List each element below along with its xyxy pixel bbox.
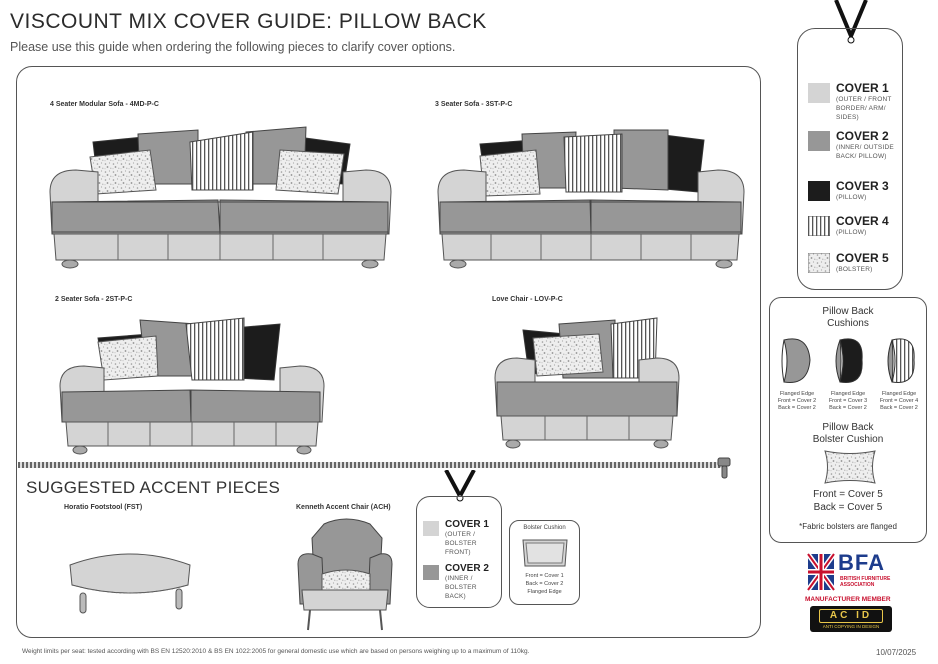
cover-1-title: COVER 1 bbox=[836, 81, 889, 95]
bolster-title-line1: Pillow Back bbox=[822, 422, 874, 433]
accent-cover-2-row: COVER 2 (INNER / BOLSTER BACK) bbox=[423, 563, 489, 601]
bolster-box-line3: Flanged Edge bbox=[527, 589, 562, 595]
cover-key-tag: COVER 1 (OUTER / FRONT BORDER/ ARM/ SIDE… bbox=[797, 28, 903, 290]
zip-pull-icon bbox=[717, 457, 731, 479]
cushion-item-1-line3: Back = Cover 2 bbox=[778, 405, 816, 412]
pillow-back-cushions-panel: Pillow Back Cushions Flanged Edge Front … bbox=[769, 297, 927, 543]
cushion-cover-2-icon bbox=[781, 338, 811, 384]
cushion-item-1-line1: Flanged Edge bbox=[779, 391, 815, 397]
bfa-flag-logo bbox=[806, 552, 836, 592]
cover-5-title: COVER 5 bbox=[836, 251, 889, 265]
bfa-member: MANUFACTURER MEMBER bbox=[805, 596, 891, 603]
cover-5-desc: (BOLSTER) bbox=[836, 266, 873, 273]
bolster-note: *Fabric bolsters are flanged bbox=[799, 522, 897, 531]
tag-string-icon bbox=[834, 0, 868, 44]
bolster-cushion-icon bbox=[522, 539, 568, 567]
footstool-label: Horatio Footstool (FST) bbox=[64, 504, 143, 511]
acid-sub: ANTI COPYING IN DESIGN bbox=[822, 624, 880, 629]
cover-4-desc: (PILLOW) bbox=[836, 229, 867, 236]
bolster-box-line2: Back = Cover 2 bbox=[525, 581, 564, 587]
cover-2-swatch bbox=[423, 565, 439, 580]
cover-3-row: COVER 3 (PILLOW) bbox=[808, 179, 889, 202]
cushion-item-1-text: Flanged Edge Front = Cover 2 Back = Cove… bbox=[772, 391, 822, 412]
cushion-item-2-line3: Back = Cover 2 bbox=[829, 405, 867, 412]
bolster-title-line2: Bolster Cushion bbox=[812, 434, 884, 445]
cushion-item-2-line2: Front = Cover 3 bbox=[828, 398, 868, 405]
sofa-panel bbox=[16, 66, 761, 638]
footer-date: 10/07/2025 bbox=[876, 648, 917, 657]
accent-cover-2-title: COVER 2 bbox=[445, 563, 489, 574]
cover-3-desc: (PILLOW) bbox=[836, 194, 867, 201]
bolster-box-line1: Front = Cover 1 bbox=[525, 573, 564, 579]
cushions-title-line2: Cushions bbox=[827, 318, 869, 329]
bolster-cushion-icon bbox=[824, 450, 876, 484]
cushion-item-2-line1: Flanged Edge bbox=[830, 391, 866, 397]
bolster-front-text: Front = Cover 5 bbox=[813, 489, 883, 500]
cover-1-row: COVER 1 (OUTER / FRONT BORDER/ ARM/ SIDE… bbox=[808, 81, 898, 122]
bolster-box-title: Bolster Cushion bbox=[523, 525, 566, 531]
page-title: VISCOUNT MIX COVER GUIDE: PILLOW BACK bbox=[10, 10, 487, 33]
sofa-4-seater-illustration bbox=[49, 126, 392, 269]
cushion-cover-3-icon bbox=[835, 338, 863, 384]
acid-logo: AC ID bbox=[819, 609, 883, 623]
accent-cover-1-title: COVER 1 bbox=[445, 519, 489, 530]
cover-5-swatch bbox=[808, 253, 830, 273]
cover-5-row: COVER 5 (BOLSTER) bbox=[808, 251, 889, 274]
sofa-3-seater-illustration bbox=[437, 129, 745, 269]
cover-4-row: COVER 4 (PILLOW) bbox=[808, 214, 889, 237]
accent-cover-1-row: COVER 1 (OUTER / BOLSTER FRONT) bbox=[423, 519, 489, 557]
cover-2-row: COVER 2 (INNER/ OUTSIDE BACK/ PILLOW) bbox=[808, 129, 898, 161]
cover-2-desc: (INNER/ OUTSIDE BACK/ PILLOW) bbox=[836, 144, 894, 161]
cushion-item-3-line3: Back = Cover 2 bbox=[880, 405, 918, 412]
accent-cover-tag: COVER 1 (OUTER / BOLSTER FRONT) COVER 2 … bbox=[416, 496, 502, 608]
cushion-item-2-text: Flanged Edge Front = Cover 3 Back = Cove… bbox=[823, 391, 873, 412]
cushion-item-1-line2: Front = Cover 2 bbox=[777, 398, 817, 405]
cover-3-swatch bbox=[808, 181, 830, 201]
cushion-item-3-line2: Front = Cover 4 bbox=[879, 398, 919, 405]
acid-badge: AC ID ANTI COPYING IN DESIGN bbox=[810, 606, 892, 632]
bfa-sub: BRITISH FURNITURE ASSOCIATION bbox=[840, 576, 891, 588]
cushions-title-line1: Pillow Back bbox=[822, 306, 874, 317]
cover-1-swatch bbox=[423, 521, 439, 536]
sofa-label-love-chair: Love Chair - LOV-P-C bbox=[492, 296, 563, 303]
cushion-item-3-text: Flanged Edge Front = Cover 4 Back = Cove… bbox=[874, 391, 924, 412]
cover-4-swatch bbox=[808, 216, 830, 236]
accent-heading: SUGGESTED ACCENT PIECES bbox=[26, 478, 281, 497]
bolster-cushion-box: Bolster Cushion Front = Cover 1 Back = C… bbox=[509, 520, 580, 605]
page-subtitle: Please use this guide when ordering the … bbox=[10, 40, 456, 54]
cover-4-title: COVER 4 bbox=[836, 214, 889, 228]
zip-divider bbox=[18, 462, 723, 468]
cover-1-swatch bbox=[808, 83, 830, 103]
accent-cover-2-desc: (INNER / BOLSTER BACK) bbox=[445, 575, 477, 601]
cushion-cover-4-icon bbox=[887, 338, 915, 384]
bolster-back-text: Back = Cover 5 bbox=[813, 502, 883, 513]
accent-chair-illustration bbox=[297, 518, 393, 631]
bfa-logo-text: BFA bbox=[838, 550, 885, 575]
love-chair-illustration bbox=[494, 317, 680, 449]
cover-1-desc: (OUTER / FRONT BORDER/ ARM/ SIDES) bbox=[836, 96, 892, 122]
accent-chair-label: Kenneth Accent Chair (ACH) bbox=[296, 504, 391, 511]
sofa-label-3-seater: 3 Seater Sofa - 3ST-P-C bbox=[435, 101, 513, 108]
cover-2-title: COVER 2 bbox=[836, 129, 889, 143]
footer-note: Weight limits per seat: tested according… bbox=[22, 648, 530, 655]
sofa-label-2-seater: 2 Seater Sofa - 2ST-P-C bbox=[55, 296, 133, 303]
cushion-item-3-line1: Flanged Edge bbox=[881, 391, 917, 397]
footstool-illustration bbox=[69, 553, 191, 614]
cover-2-swatch bbox=[808, 131, 830, 151]
accent-cover-1-desc: (OUTER / BOLSTER FRONT) bbox=[445, 531, 477, 557]
sofa-label-4-seater: 4 Seater Modular Sofa - 4MD-P-C bbox=[50, 101, 159, 108]
cover-3-title: COVER 3 bbox=[836, 179, 889, 193]
sofa-2-seater-illustration bbox=[59, 317, 325, 455]
